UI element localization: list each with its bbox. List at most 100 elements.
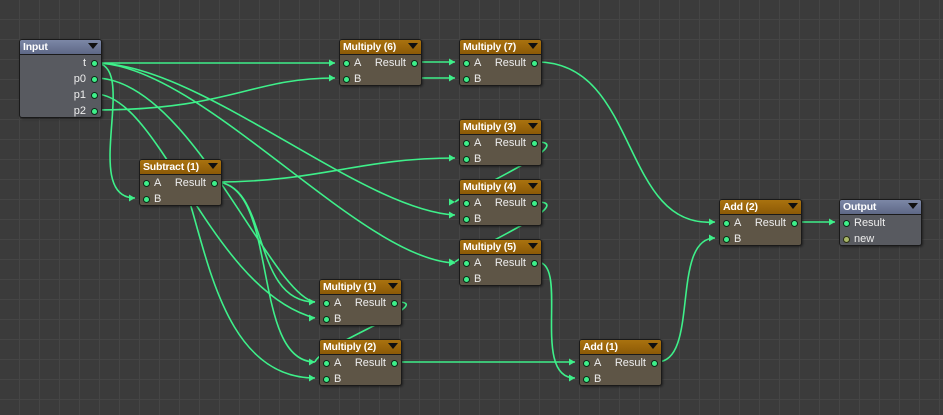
node-multiply-1-header[interactable]: Multiply (1) [320, 280, 401, 295]
chevron-down-icon[interactable] [388, 343, 398, 349]
output-port-result[interactable] [531, 60, 538, 67]
input-port-a[interactable] [723, 220, 730, 227]
input-port-a[interactable] [323, 300, 330, 307]
input-port-new[interactable] [843, 236, 850, 243]
wire-12[interactable] [189, 202, 316, 379]
port-label: B [334, 373, 342, 385]
node-title: Add (1) [583, 341, 618, 353]
wire-16[interactable] [536, 61, 716, 223]
input-port-b[interactable] [143, 196, 150, 203]
node-multiply-5[interactable]: Multiply (5) A Result B [459, 239, 542, 286]
chevron-down-icon[interactable] [908, 203, 918, 209]
port-label: Result [614, 357, 646, 369]
node-multiply-7[interactable]: Multiply (7) A Result B [459, 39, 542, 86]
input-port-b[interactable] [463, 216, 470, 223]
output-port-row-p1: p1 [20, 87, 101, 103]
output-port-result[interactable] [411, 60, 418, 67]
node-multiply-4[interactable]: Multiply (4) A Result B [459, 179, 542, 226]
output-port-p2[interactable] [91, 108, 98, 115]
node-multiply-4-header[interactable]: Multiply (4) [460, 180, 541, 195]
output-port-result[interactable] [651, 360, 658, 367]
node-input[interactable]: Input t p0 p1 p2 [19, 39, 102, 118]
port-row-b: B [460, 71, 541, 87]
node-multiply-6[interactable]: Multiply (6) A Result B [339, 39, 422, 86]
input-port-b[interactable] [583, 376, 590, 383]
chevron-down-icon[interactable] [528, 43, 538, 49]
output-port-result[interactable] [791, 220, 798, 227]
node-multiply-2-header[interactable]: Multiply (2) [320, 340, 401, 355]
node-multiply-3[interactable]: Multiply (3) A Result B [459, 119, 542, 166]
input-port-a[interactable] [143, 180, 150, 187]
wire-10[interactable] [214, 181, 316, 303]
chevron-down-icon[interactable] [208, 163, 218, 169]
output-port-t[interactable] [91, 60, 98, 67]
input-port-b[interactable] [323, 316, 330, 323]
input-port-a[interactable] [463, 200, 470, 207]
output-port-result[interactable] [531, 200, 538, 207]
node-add-2[interactable]: Add (2) A Result B [719, 199, 802, 246]
port-label: new [854, 233, 875, 245]
wire-9[interactable] [214, 157, 456, 183]
node-add-1-header[interactable]: Add (1) [580, 340, 661, 355]
wire-18[interactable] [536, 261, 576, 379]
node-subtract-1[interactable]: Subtract (1) A Result B [139, 159, 222, 206]
input-port-a[interactable] [323, 360, 330, 367]
input-port-a[interactable] [463, 140, 470, 147]
node-multiply-6-header[interactable]: Multiply (6) [340, 40, 421, 55]
chevron-down-icon[interactable] [408, 43, 418, 49]
node-add-2-header[interactable]: Add (2) [720, 200, 801, 215]
node-output-header[interactable]: Output [840, 200, 921, 215]
chevron-down-icon[interactable] [528, 123, 538, 129]
chevron-down-icon[interactable] [528, 243, 538, 249]
input-port-b[interactable] [463, 156, 470, 163]
port-row-a: A Result [460, 135, 541, 151]
port-label: A [594, 357, 602, 369]
node-output[interactable]: Output Result new [839, 199, 922, 246]
output-port-result[interactable] [531, 140, 538, 147]
input-port-a[interactable] [463, 60, 470, 67]
input-port-result[interactable] [843, 220, 850, 227]
port-label: A [334, 357, 342, 369]
node-multiply-1[interactable]: Multiply (1) A Result B [319, 279, 402, 326]
node-multiply-3-header[interactable]: Multiply (3) [460, 120, 541, 135]
port-label: p0 [73, 73, 86, 85]
input-port-b[interactable] [343, 76, 350, 83]
node-title: Multiply (2) [323, 341, 377, 353]
input-port-b[interactable] [463, 276, 470, 283]
chevron-down-icon[interactable] [528, 183, 538, 189]
wire-11[interactable] [214, 181, 316, 363]
chevron-down-icon[interactable] [788, 203, 798, 209]
port-label: Result [494, 137, 526, 149]
input-port-a[interactable] [463, 260, 470, 267]
output-port-p1[interactable] [91, 92, 98, 99]
input-port-b[interactable] [723, 236, 730, 243]
input-port-a[interactable] [583, 360, 590, 367]
node-multiply-7-header[interactable]: Multiply (7) [460, 40, 541, 55]
wire-6[interactable] [94, 77, 336, 111]
output-port-result[interactable] [211, 180, 218, 187]
chevron-down-icon[interactable] [88, 43, 98, 49]
wire-arrowhead-6 [449, 211, 455, 219]
input-port-b[interactable] [463, 76, 470, 83]
port-row-b: B [340, 71, 421, 87]
output-port-result[interactable] [531, 260, 538, 267]
input-port-b[interactable] [323, 376, 330, 383]
chevron-down-icon[interactable] [388, 283, 398, 289]
port-row-a: A Result [720, 215, 801, 231]
node-input-header[interactable]: Input [20, 40, 101, 55]
output-port-p0[interactable] [91, 76, 98, 83]
node-subtract-1-header[interactable]: Subtract (1) [140, 160, 221, 175]
output-port-result[interactable] [391, 360, 398, 367]
chevron-down-icon[interactable] [648, 343, 658, 349]
node-multiply-5-header[interactable]: Multiply (5) [460, 240, 541, 255]
output-port-result[interactable] [391, 300, 398, 307]
port-label: Result [174, 177, 206, 189]
wire-19[interactable] [656, 237, 716, 363]
node-multiply-2[interactable]: Multiply (2) A Result B [319, 339, 402, 386]
node-add-1[interactable]: Add (1) A Result B [579, 339, 662, 386]
wire-arrowhead-11 [309, 314, 315, 322]
port-row-a: A Result [320, 295, 401, 311]
port-row-a: A Result [460, 195, 541, 211]
input-port-a[interactable] [343, 60, 350, 67]
